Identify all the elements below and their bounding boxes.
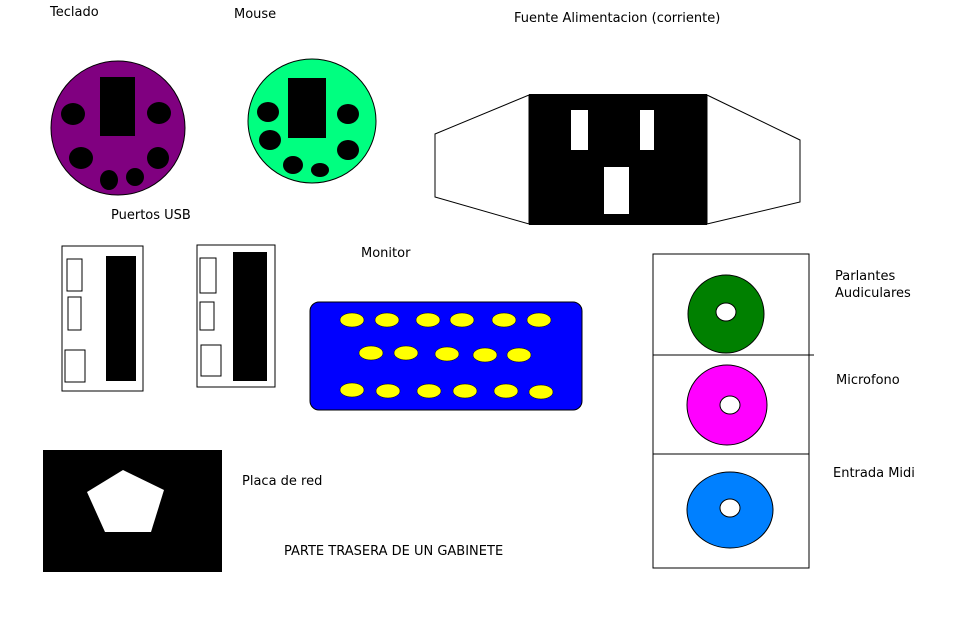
- mouse-label: Mouse: [234, 7, 277, 22]
- usb-port-icon: [61, 245, 144, 392]
- diagram-title: PARTE TRASERA DE UN GABINETE: [284, 544, 504, 559]
- audio-jack-icon: [686, 471, 774, 549]
- usb-ports-label: Puertos USB: [111, 208, 191, 223]
- keyboard-label: Teclado: [50, 5, 99, 20]
- audio-panel: [652, 253, 814, 569]
- microphone-label: Microfono: [836, 373, 900, 388]
- power-socket-icon: [434, 94, 801, 225]
- mouse-port-icon: [247, 58, 377, 184]
- audio-jack-icon: [687, 274, 765, 354]
- keyboard-port-icon: [50, 60, 186, 196]
- speakers-label: Parlantes Audiculares: [835, 269, 911, 301]
- midi-label: Entrada Midi: [833, 466, 915, 481]
- network-card-label: Placa de red: [242, 474, 323, 489]
- vga-port-icon: [309, 301, 583, 411]
- rj45-port-icon: [43, 450, 222, 572]
- audio-jack-icon: [686, 364, 768, 446]
- usb-port-icon: [196, 244, 276, 388]
- monitor-label: Monitor: [361, 246, 411, 261]
- power-supply-label: Fuente Alimentacion (corriente): [514, 11, 721, 26]
